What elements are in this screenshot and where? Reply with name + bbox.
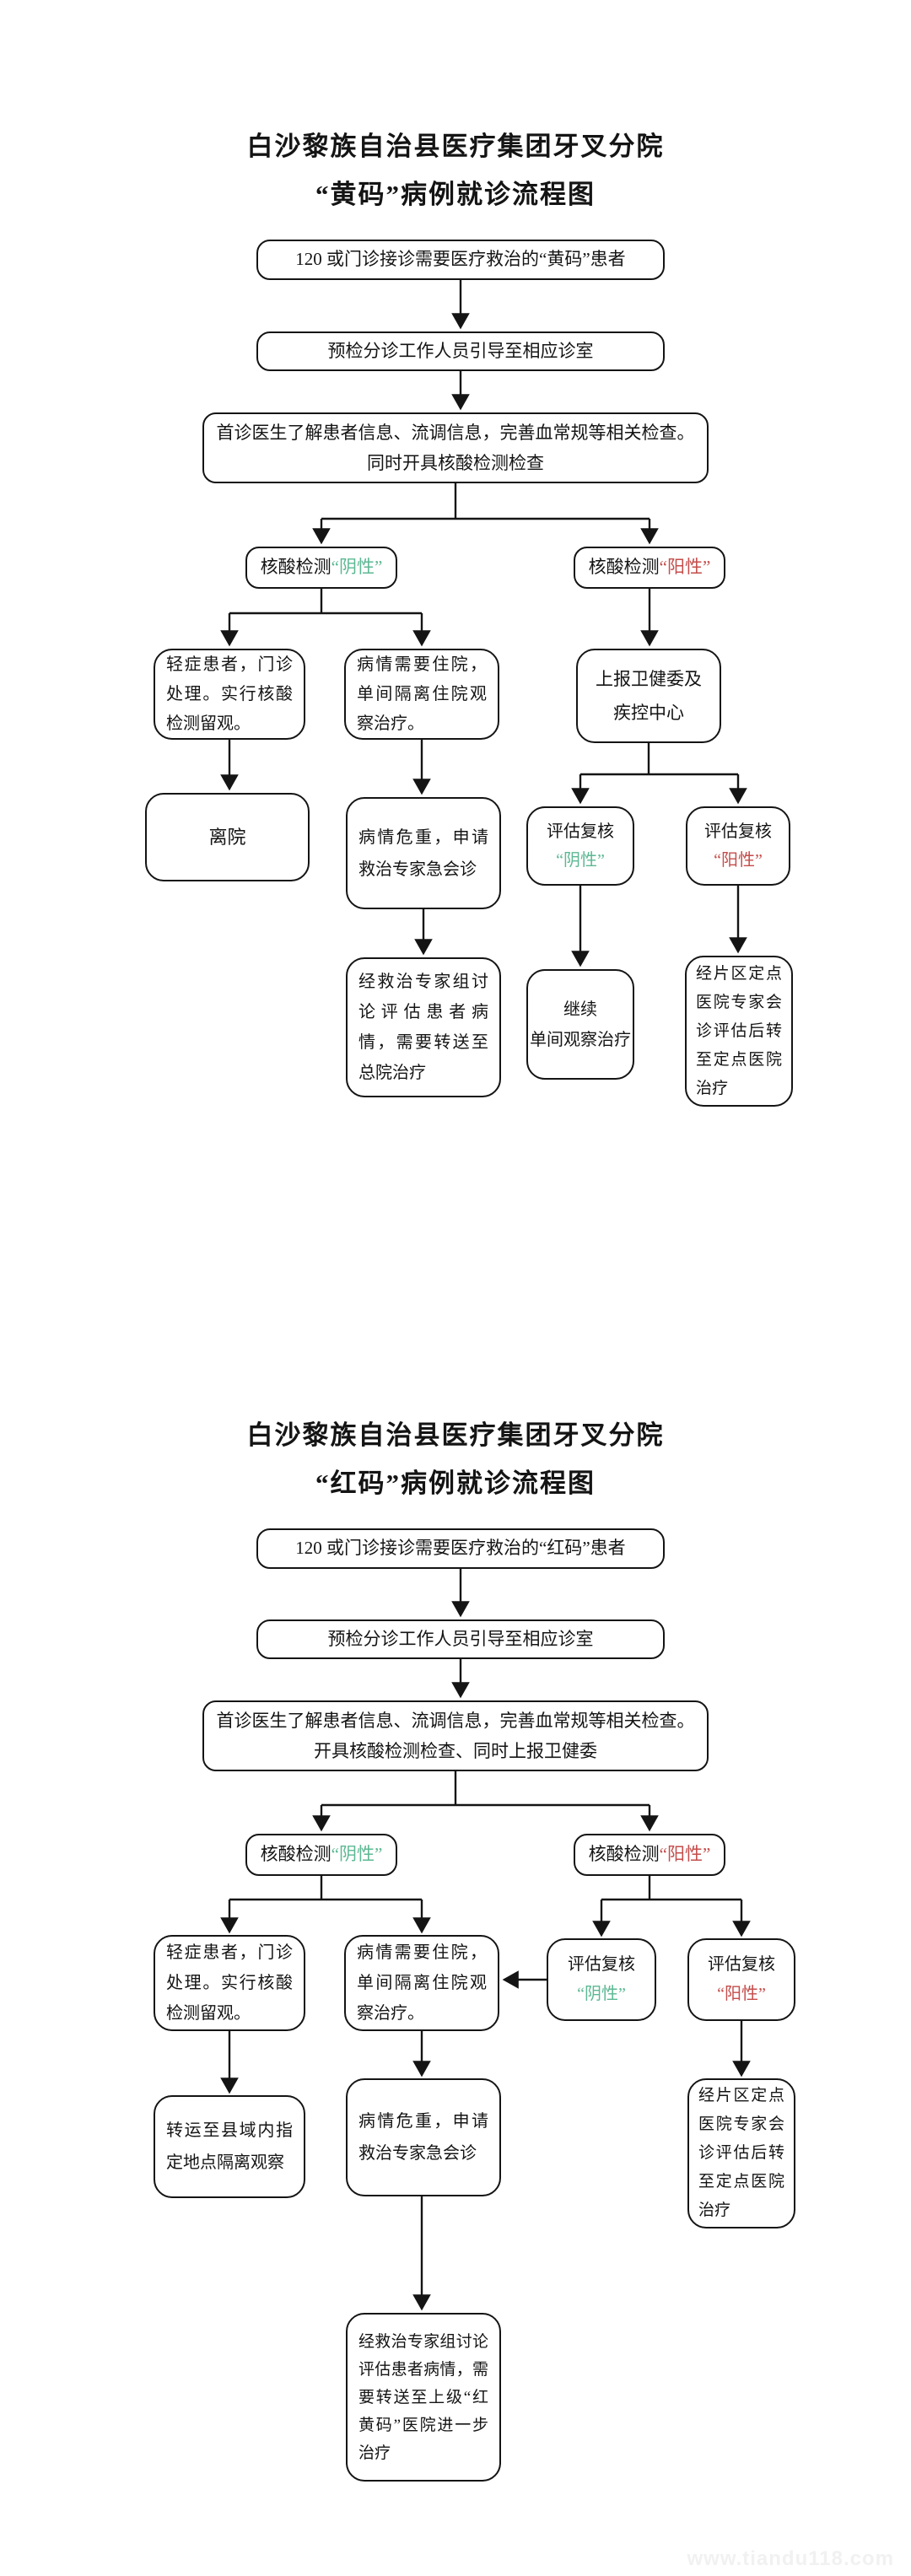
node-intake: 120 或门诊接诊需要医疗救治的“红码”患者: [256, 1528, 665, 1569]
site-watermark: www.tiandu118.com: [687, 2547, 894, 2570]
node-line: 疾控中心: [613, 703, 684, 723]
node-review-negative: 评估复核 “阴性”: [547, 1938, 656, 2021]
node-expert-transfer: 经救治专家组讨论评估患者病情，需要转送至上级“红黄码”医院进一步治疗: [346, 2313, 501, 2482]
node-line: 单间观察治疗: [530, 1030, 631, 1049]
node-test-negative: 核酸检测“阴性”: [245, 1834, 397, 1876]
node-district-transfer: 经片区定点医院专家会诊评估后转至定点医院治疗: [687, 2078, 795, 2228]
node-line: 继续: [563, 1000, 597, 1019]
node-report-cdc: 上报卫健委及 疾控中心: [576, 649, 721, 743]
node-review-negative: 评估复核 “阴性”: [526, 806, 634, 886]
node-district-transfer: 经片区定点医院专家会诊评估后转至定点医院治疗: [685, 956, 793, 1107]
status-negative: “阴性”: [577, 1985, 626, 2003]
red-chart-title-line2: “红码”病例就诊流程图: [315, 1469, 596, 1498]
status-positive: “阳性”: [714, 851, 763, 870]
node-label: 评估复核: [708, 1955, 775, 1974]
status-positive: “阳性”: [659, 1844, 711, 1865]
node-label: 核酸检测: [588, 1844, 660, 1865]
node-line: 上报卫健委及: [596, 669, 702, 689]
node-line: 首诊医生了解患者信息、流调信息，完善血常规等相关检查。: [216, 1711, 695, 1731]
node-label: 核酸检测: [260, 1844, 332, 1865]
node-label: 评估复核: [547, 822, 614, 841]
node-review-positive: 评估复核 “阳性”: [687, 1938, 795, 2021]
node-test-positive: 核酸检测“阳性”: [574, 1834, 725, 1876]
status-negative: “阴性”: [331, 557, 383, 578]
node-line: 首诊医生了解患者信息、流调信息，完善血常规等相关检查。: [216, 423, 695, 443]
node-label: 核酸检测: [588, 557, 660, 578]
node-mild-case: 轻症患者，门诊处理。实行核酸检测留观。: [154, 649, 305, 740]
node-transfer-isolation: 转运至县域内指定地点隔离观察: [154, 2095, 305, 2198]
yellow-chart-title-line2: “黄码”病例就诊流程图: [315, 180, 596, 209]
red-chart-title-line1: 白沙黎族自治县医疗集团牙叉分院: [246, 1420, 665, 1450]
node-test-negative: 核酸检测“阴性”: [245, 547, 397, 589]
node-first-doctor: 首诊医生了解患者信息、流调信息，完善血常规等相关检查。 同时开具核酸检测检查: [202, 412, 709, 483]
node-triage: 预检分诊工作人员引导至相应诊室: [256, 331, 665, 371]
node-label: 核酸检测: [260, 557, 332, 578]
node-label: 评估复核: [568, 1955, 635, 1974]
status-negative: “阴性”: [331, 1844, 383, 1865]
node-critical: 病情危重，申请救治专家急会诊: [346, 797, 501, 909]
node-discharge: 离院: [145, 793, 310, 881]
node-hospitalize: 病情需要住院，单间隔离住院观察治疗。: [344, 649, 499, 740]
node-first-doctor: 首诊医生了解患者信息、流调信息，完善血常规等相关检查。 开具核酸检测检查、同时上…: [202, 1700, 709, 1771]
node-critical: 病情危重，申请救治专家急会诊: [346, 2078, 501, 2196]
yellow-chart-title-line1: 白沙黎族自治县医疗集团牙叉分院: [246, 132, 665, 161]
node-line: 同时开具核酸检测检查: [367, 453, 544, 473]
status-positive: “阳性”: [659, 557, 711, 578]
node-test-positive: 核酸检测“阳性”: [574, 547, 725, 589]
node-triage: 预检分诊工作人员引导至相应诊室: [256, 1619, 665, 1659]
node-review-positive: 评估复核 “阳性”: [686, 806, 790, 886]
node-mild-case: 轻症患者，门诊处理。实行核酸检测留观。: [154, 1935, 305, 2031]
node-label: 评估复核: [704, 822, 772, 841]
status-positive: “阳性”: [717, 1985, 766, 2003]
node-continue-observation: 继续 单间观察治疗: [526, 969, 634, 1080]
node-expert-transfer: 经救治专家组讨论评估患者病情，需要转送至总院治疗: [346, 957, 501, 1097]
node-hospitalize: 病情需要住院，单间隔离住院观察治疗。: [344, 1935, 499, 2031]
node-intake: 120 或门诊接诊需要医疗救治的“黄码”患者: [256, 240, 665, 280]
node-line: 开具核酸检测检查、同时上报卫健委: [314, 1741, 597, 1761]
status-negative: “阴性”: [556, 851, 605, 870]
